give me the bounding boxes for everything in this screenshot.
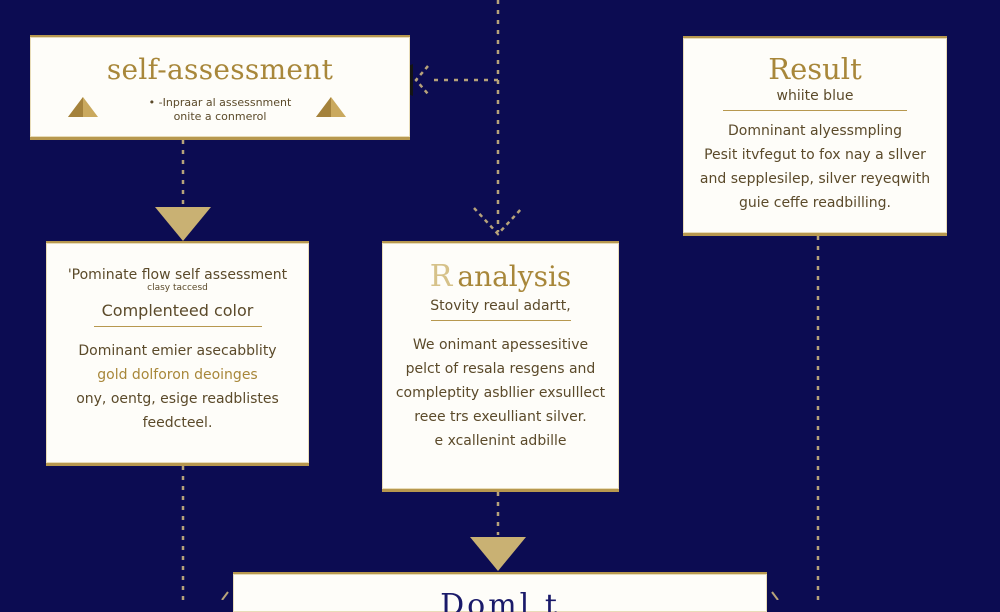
analysis-box: R analysis Stovity reaul adartt, We onim…	[382, 241, 619, 492]
chevron-left-icon	[414, 65, 429, 95]
bottom-left-chevron-icon	[221, 591, 229, 600]
result-body-line: Domninant alyessmpling	[727, 123, 903, 139]
arrow-down-self-icon	[155, 207, 211, 241]
flow-body: Dominant emier asecabblity gold dolforon…	[46, 339, 309, 435]
bottom-right-chevron-icon	[771, 591, 779, 600]
analysis-body: We onimant apessesitive pelct of resala …	[382, 333, 619, 453]
flow-box: 'Pominate flow self assessment clasy tac…	[46, 241, 309, 466]
flow-body-line: Dominant emier asecabblity	[78, 343, 277, 359]
result-body: Domninant alyessmpling Pesit itvfegut to…	[683, 119, 947, 215]
self-assessment-box: self-assessment • -Inpraar al assessnmen…	[30, 35, 410, 140]
self-assessment-line1: • -Inpraar al assessnment	[148, 96, 292, 109]
flow-subtitle: Complenteed color	[101, 301, 254, 320]
flow-body-line: ony, oentg, esige readblistes	[76, 391, 279, 407]
result-box: Result whiite blue Domninant alyessmplin…	[683, 36, 947, 236]
self-assessment-line2: onite a conmerol	[173, 110, 267, 123]
analysis-title: analysis	[457, 260, 572, 293]
analysis-body-line: compleptity asbllier exsulllect	[395, 385, 606, 401]
flow-title: 'Pominate flow self assessment	[67, 267, 288, 283]
analysis-body-line: e xcallenint adbille	[434, 433, 567, 449]
flow-small: clasy taccesd	[147, 283, 208, 293]
chevron-down-icon	[473, 207, 523, 236]
flow-divider	[93, 326, 262, 327]
result-divider	[723, 110, 907, 111]
analysis-body-line: We onimant apessesitive	[412, 337, 589, 353]
flow-body-line: gold dolforon deoinges	[97, 367, 258, 383]
result-body-line: guie ceffe readbilling.	[739, 195, 891, 211]
analysis-subtitle: Stovity reaul adartt,	[430, 298, 571, 314]
analysis-body-line: pelct of resala resgens and	[405, 361, 596, 377]
bottom-box: Doml t	[233, 572, 767, 612]
result-subtitle: whiite blue	[776, 88, 854, 104]
analysis-prefix: R	[429, 259, 453, 294]
arrow-down-analysis-icon	[470, 537, 526, 571]
flow-body-line: feedcteel.	[142, 415, 213, 431]
analysis-divider	[430, 320, 571, 321]
result-body-line: Pesit itvfegut to fox nay a sllver	[704, 147, 926, 163]
triangle-right-icon	[316, 97, 346, 117]
result-title: Result	[768, 52, 862, 86]
result-body-line: and sepplesilep, silver reyeqwith	[699, 171, 931, 187]
analysis-body-line: reee trs exeulliant silver.	[414, 409, 587, 425]
triangle-left-icon	[68, 97, 98, 117]
bottom-title: Doml t	[440, 588, 560, 612]
self-assessment-title: self-assessment	[106, 53, 334, 86]
analysis-title-row: R analysis	[382, 259, 619, 294]
